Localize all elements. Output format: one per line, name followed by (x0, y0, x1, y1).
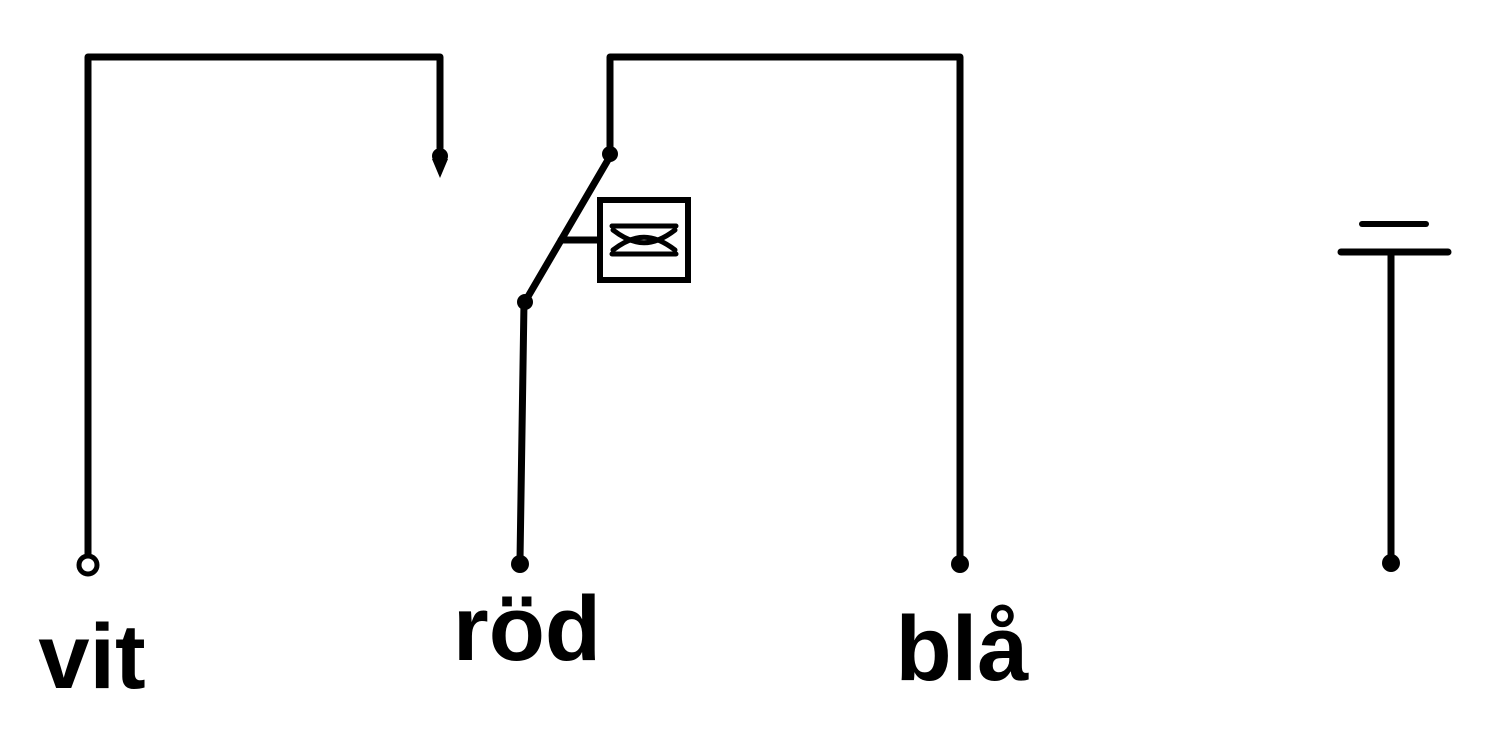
antenna-terminal-dot (1382, 554, 1400, 572)
actuator-box-outline (597, 197, 691, 283)
wire-rod (516, 298, 528, 564)
terminal-vit-open-circle (76, 553, 100, 577)
label-rod: röd (453, 578, 601, 680)
wire-vit (84, 53, 444, 564)
terminal-bla-dot (951, 555, 969, 573)
switch-lever (522, 149, 616, 304)
switch-pivot-dot (517, 294, 533, 310)
label-vit: vit (38, 606, 145, 708)
terminal-rod-dot (511, 555, 529, 573)
antenna-symbol (1337, 221, 1452, 564)
contact-arrow-left (432, 159, 448, 178)
actuator-box-symbol (609, 223, 679, 257)
switch-top-contact-dot (602, 146, 618, 162)
label-bla: blå (896, 598, 1030, 700)
actuator-box (597, 197, 691, 283)
wire-bla (606, 53, 964, 564)
